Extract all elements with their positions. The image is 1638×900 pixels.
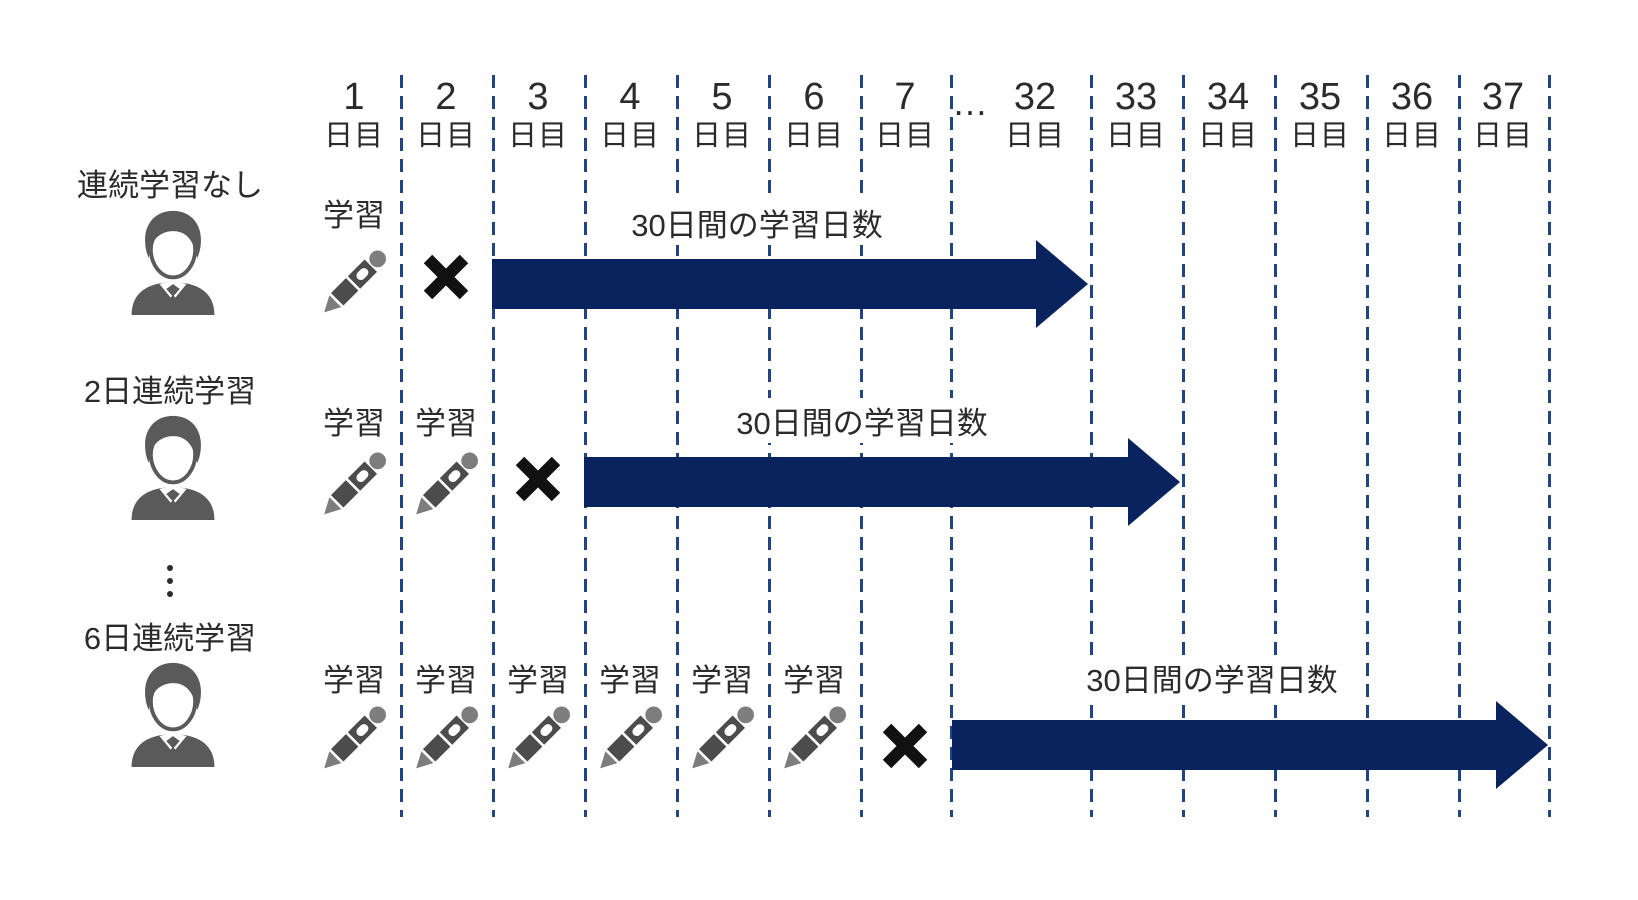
day-header-2: 2 日目 — [400, 76, 492, 154]
day-unit: 日目 — [415, 120, 476, 152]
study-period-arrow — [952, 701, 1548, 789]
day-number: 7 — [894, 76, 916, 118]
day-divider-line — [1182, 75, 1185, 817]
day-number: 5 — [711, 76, 733, 118]
pencil-icon — [782, 705, 847, 770]
day-unit: 日目 — [1004, 120, 1065, 152]
day-unit: 日目 — [323, 120, 384, 152]
row-label-2day-streak: 2日連続学習 — [83, 374, 257, 409]
row-label-6day-streak: 6日連続学習 — [83, 621, 257, 656]
day-header-35: 35 日目 — [1274, 76, 1366, 154]
pencil-icon — [322, 451, 387, 516]
arrow-caption: 30日間の学習日数 — [623, 200, 891, 245]
missed-day-x-icon — [423, 254, 469, 300]
day-header-32: 32 日目 — [980, 76, 1090, 154]
day-number: 35 — [1298, 76, 1342, 118]
day-number: 2 — [435, 76, 457, 118]
day-unit: 日目 — [507, 120, 568, 152]
vertical-ellipsis-icon — [167, 558, 173, 604]
day-number: 4 — [619, 76, 641, 118]
pencil-icon — [598, 705, 663, 770]
day-number: 37 — [1481, 76, 1525, 118]
day-unit: 日目 — [783, 120, 844, 152]
day-header-1: 1 日目 — [308, 76, 400, 154]
day-divider-line — [1274, 75, 1277, 817]
person-icon — [131, 662, 215, 767]
missed-day-x-icon — [515, 456, 561, 502]
day-divider-line — [400, 75, 403, 817]
day-unit: 日目 — [691, 120, 752, 152]
day-number: 3 — [527, 76, 549, 118]
day-number: 1 — [343, 76, 365, 118]
study-period-arrow — [492, 240, 1088, 328]
day-header-4: 4 日目 — [584, 76, 676, 154]
day-header-3: 3 日目 — [492, 76, 584, 154]
day-divider-line — [1090, 75, 1093, 817]
day-unit: 日目 — [874, 120, 935, 152]
day-number: 34 — [1206, 76, 1250, 118]
day-unit: 日目 — [1289, 120, 1350, 152]
study-label: 学習 — [323, 663, 385, 698]
day-unit: 日目 — [599, 120, 660, 152]
day-unit: 日目 — [1105, 120, 1166, 152]
day-header-5: 5 日目 — [676, 76, 768, 154]
study-label: 学習 — [691, 663, 753, 698]
day-unit: 日目 — [1472, 120, 1533, 152]
day-divider-line — [1458, 75, 1461, 817]
day-unit: 日目 — [1197, 120, 1258, 152]
day-header-37: 37 日目 — [1458, 76, 1548, 154]
day-number: 33 — [1114, 76, 1158, 118]
pencil-icon — [322, 705, 387, 770]
pencil-icon — [506, 705, 571, 770]
day-number: 32 — [1013, 76, 1057, 118]
day-divider-line — [584, 75, 587, 817]
day-divider-line — [1548, 75, 1551, 817]
arrow-caption: 30日間の学習日数 — [728, 398, 996, 443]
day-number: 36 — [1390, 76, 1434, 118]
day-divider-line — [1366, 75, 1369, 817]
study-label: 学習 — [783, 663, 845, 698]
day-divider-line — [950, 75, 953, 817]
study-label: 学習 — [599, 663, 661, 698]
day-divider-line — [492, 75, 495, 817]
pencil-icon — [322, 249, 387, 314]
person-icon — [131, 415, 215, 520]
row-label-no-streak: 連続学習なし — [77, 168, 263, 203]
arrow-caption: 30日間の学習日数 — [1078, 655, 1346, 700]
day-header-33: 33 日目 — [1090, 76, 1182, 154]
day-header-7: 7 日目 — [860, 76, 950, 154]
study-label: 学習 — [323, 198, 385, 233]
day-divider-line — [676, 75, 679, 817]
missed-day-x-icon — [882, 723, 928, 769]
person-icon — [131, 210, 215, 315]
day-continuation-ellipsis: … — [952, 82, 988, 123]
day-divider-line — [768, 75, 771, 817]
study-label: 学習 — [323, 406, 385, 441]
pencil-icon — [414, 705, 479, 770]
study-label: 学習 — [507, 663, 569, 698]
study-label: 学習 — [415, 663, 477, 698]
day-number: 6 — [803, 76, 825, 118]
day-unit: 日目 — [1381, 120, 1442, 152]
day-header-36: 36 日目 — [1366, 76, 1458, 154]
day-header-6: 6 日目 — [768, 76, 860, 154]
study-label: 学習 — [415, 406, 477, 441]
day-header-34: 34 日目 — [1182, 76, 1274, 154]
pencil-icon — [414, 451, 479, 516]
day-divider-line — [860, 75, 863, 817]
study-period-arrow — [584, 438, 1180, 526]
pencil-icon — [690, 705, 755, 770]
